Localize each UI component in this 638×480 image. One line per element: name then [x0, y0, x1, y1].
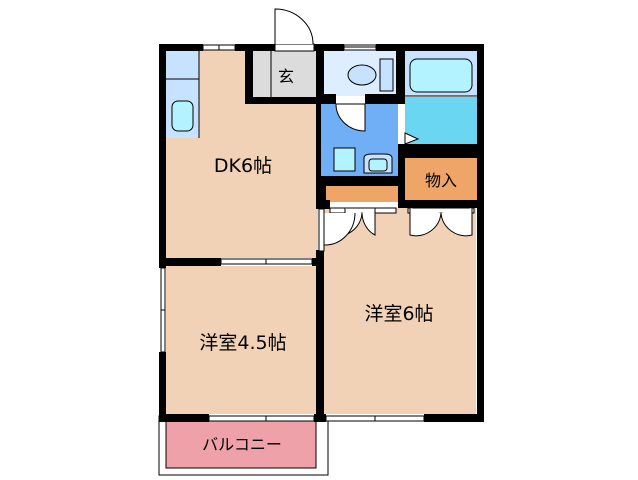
- room-label-entrance: 玄: [278, 67, 294, 86]
- room-label-storage: 物入: [425, 171, 457, 190]
- walls: [159, 44, 484, 422]
- washroom: [321, 103, 398, 177]
- room-label-western-6: 洋室6帖: [364, 303, 433, 325]
- western-6-floor: [324, 208, 476, 414]
- closet-shelf: [326, 186, 398, 202]
- bathroom: [398, 50, 477, 145]
- toilet-bowl-icon: [347, 64, 377, 86]
- toilet-tank-icon: [379, 58, 394, 92]
- room-label-balcony: バルコニー: [202, 435, 282, 454]
- room-label-dk: DK6帖: [214, 155, 272, 177]
- sink-icon: [171, 100, 194, 132]
- balcony: [158, 415, 329, 476]
- room-label-western-45: 洋室4.5帖: [199, 332, 286, 354]
- washing-machine-icon: [333, 147, 356, 172]
- storage-closet: [405, 158, 477, 200]
- windows: [160, 44, 425, 422]
- toilet-room: [324, 50, 396, 96]
- western-45-floor: [166, 266, 318, 414]
- bathtub-icon: [409, 58, 473, 93]
- kitchen-counter: [166, 50, 200, 138]
- entrance-door: [274, 8, 315, 52]
- entrance: [252, 50, 318, 100]
- closet-doors: [318, 207, 475, 252]
